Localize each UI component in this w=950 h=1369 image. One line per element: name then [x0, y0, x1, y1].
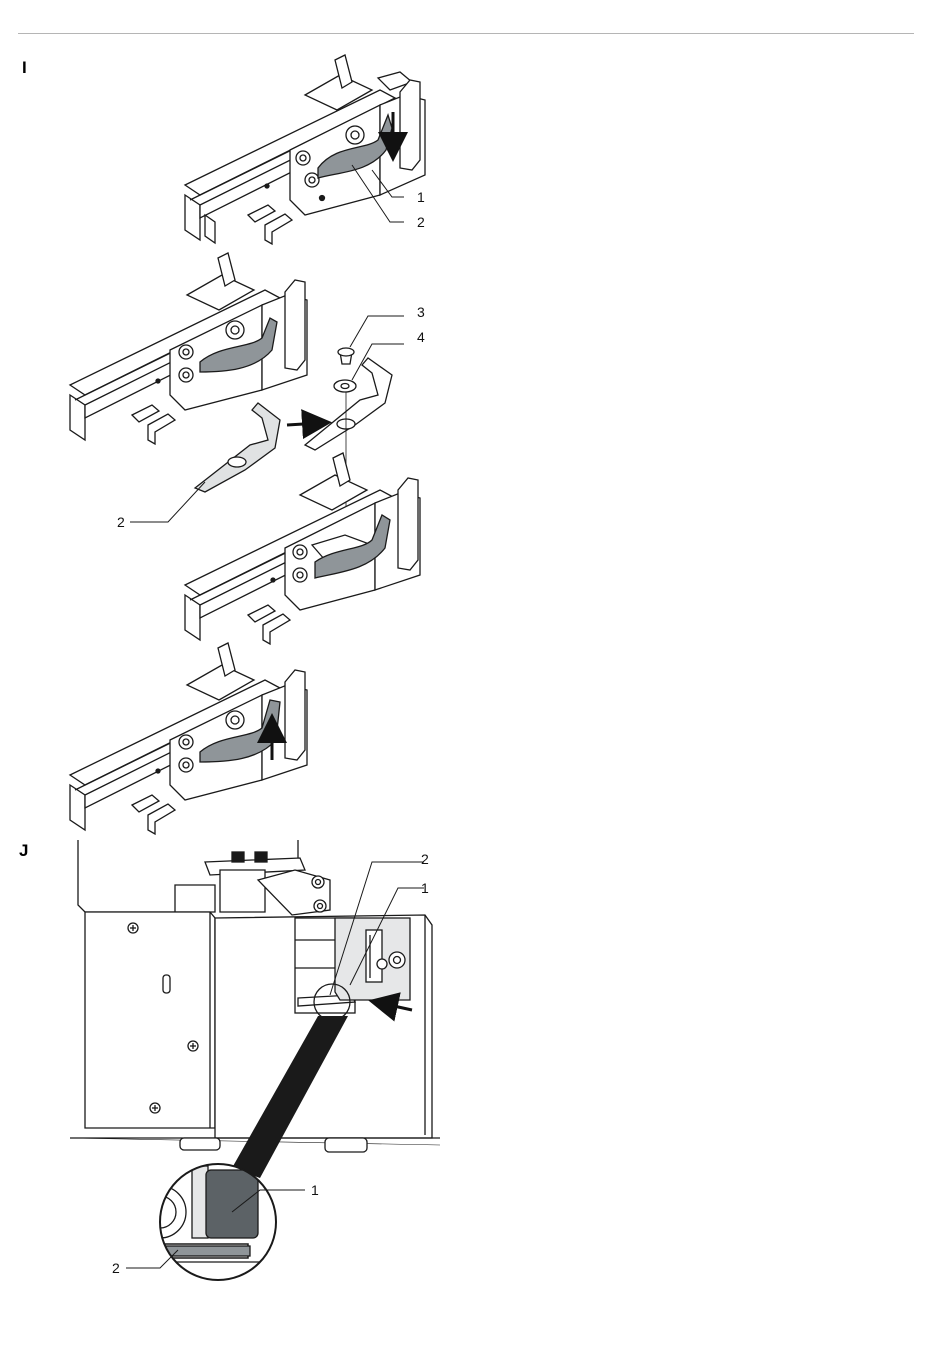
callout-detail-2: 2 [112, 1260, 120, 1276]
illustration-j-detail [126, 1160, 305, 1290]
illustration-i-step1 [185, 55, 425, 244]
callout-1: 1 [417, 189, 425, 205]
callout-3: 3 [417, 304, 425, 320]
callout-j-1: 1 [421, 880, 429, 896]
callout-2-lever: 2 [117, 514, 125, 530]
callout-2: 2 [417, 214, 425, 230]
callout-4: 4 [417, 329, 425, 345]
callout-detail-1: 1 [311, 1182, 319, 1198]
illustration-i-step3 [70, 643, 307, 834]
illustration-j-printer [70, 840, 440, 1152]
callout-j-2: 2 [421, 851, 429, 867]
